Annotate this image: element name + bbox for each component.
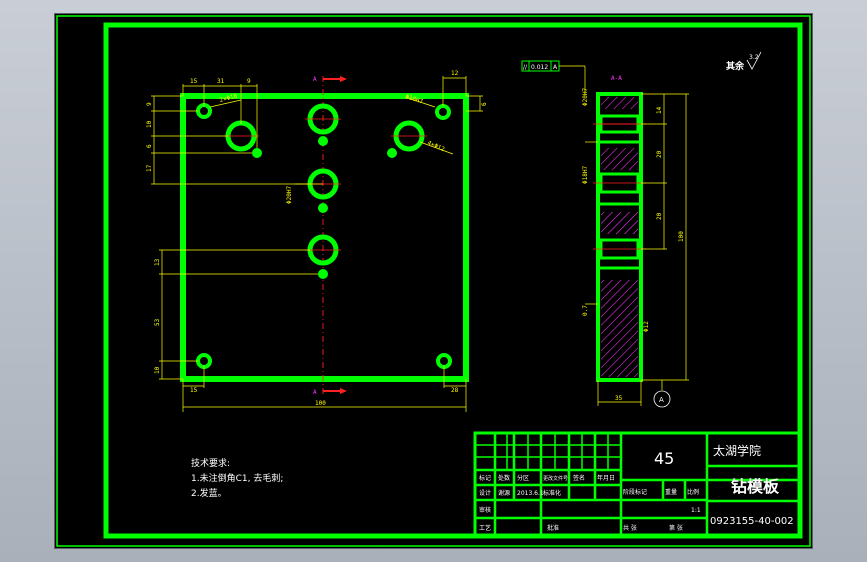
- pin-hole-bottom-left: [196, 353, 212, 369]
- hole-label-2: 4×Φ12: [426, 139, 446, 153]
- section-view: // 0.012 A A-A 14 20 20 100: [521, 60, 689, 408]
- tb-part-name: 钻模板: [731, 477, 780, 496]
- dim-left-3: 17: [146, 164, 153, 172]
- tech-title: 技术要求:: [191, 457, 230, 469]
- tb-header-5: 年月日: [597, 474, 615, 482]
- tb-review-label: 审核: [479, 506, 491, 514]
- side-dim-right-1: 20: [656, 150, 663, 158]
- dim-left-2: 6: [146, 144, 153, 148]
- tech-item-1: 2.发蓝。: [191, 487, 227, 499]
- dim-left-1: 10: [146, 120, 153, 128]
- hole-label-0: 2×Φ10: [219, 93, 239, 104]
- tb-weight: 重量: [665, 488, 677, 496]
- roughness-value: 3.2: [749, 54, 759, 61]
- dim-bottom-0: 15: [190, 387, 198, 394]
- title-block: 标记 处数 分区 更改文件号 签名 年月日 设计 谢源 2013.6.1 标准化…: [473, 431, 802, 538]
- dim-top-3: 12: [451, 70, 459, 77]
- side-dim-left-0: Φ20H7: [582, 88, 589, 106]
- dim-right-0: 6: [481, 102, 488, 106]
- drawing-canvas: A A 15 31 9 12 2×Φ10 Φ10H7 4×Φ12 Φ20H7: [56, 15, 811, 547]
- front-plate-outline: [180, 93, 469, 382]
- front-view: A A 15 31 9 12 2×Φ10 Φ10H7 4×Φ12 Φ20H7: [146, 70, 488, 412]
- tb-sheets: 共 张: [623, 524, 637, 532]
- dowel-2: [318, 203, 328, 213]
- dim-left-6: 10: [154, 366, 161, 374]
- tb-designer: 谢源: [498, 489, 510, 497]
- dim-top-0: 15: [190, 78, 198, 85]
- dim-left-5: 53: [154, 318, 161, 326]
- dim-bottom-1: 28: [451, 387, 459, 394]
- side-dim-right-3: 100: [678, 231, 685, 242]
- cad-viewport[interactable]: A A 15 31 9 12 2×Φ10 Φ10H7 4×Φ12 Φ20H7: [55, 14, 812, 548]
- hole-label-3: Φ20H7: [286, 186, 293, 204]
- side-dim-left-1: Φ18H7: [582, 166, 589, 184]
- sheet-border: [56, 15, 811, 547]
- tb-header-2: 分区: [517, 474, 529, 482]
- technical-requirements: 技术要求: 1.未注倒角C1, 去毛刺; 2.发蓝。: [191, 457, 283, 499]
- tb-sheet-no: 第 张: [669, 524, 683, 532]
- dowel-1: [318, 136, 328, 146]
- hatch-1: [601, 97, 638, 109]
- dim-left-4: 13: [154, 258, 161, 266]
- hatch-3: [601, 212, 638, 234]
- dim-top-2: 9: [247, 78, 251, 85]
- surface-finish-note: 其余: [726, 60, 745, 72]
- roughness-symbol: [746, 51, 762, 70]
- tb-scale: 1:1: [691, 507, 701, 514]
- dim-top-1: 31: [217, 78, 225, 85]
- tb-drawing-no: 0923155-40-002: [710, 516, 794, 527]
- tb-standard-label: 标准化: [543, 489, 561, 497]
- pin-hole-top-left: [196, 103, 212, 119]
- dowel-3: [318, 269, 328, 279]
- geo-tolerance-value: 0.012: [531, 64, 548, 71]
- section-mark-bottom: A: [313, 389, 317, 396]
- tb-process-label: 工艺: [479, 524, 491, 532]
- side-dim-right-0: 14: [656, 106, 663, 114]
- dim-left-0: 9: [146, 102, 153, 106]
- section-outline: [596, 92, 643, 382]
- geo-tolerance-datum: A: [553, 64, 558, 71]
- tb-header-0: 标记: [479, 474, 491, 482]
- hatch-4: [601, 280, 638, 377]
- side-dim-right-2: 20: [656, 212, 663, 220]
- tb-date: 2013.6.1: [517, 490, 544, 497]
- tb-stage-mark: 阶段标记: [623, 488, 647, 496]
- geo-tolerance-symbol: //: [523, 64, 528, 71]
- side-dim-bottom: 35: [615, 395, 623, 402]
- datum-label: A: [659, 396, 664, 404]
- tb-material: 45: [654, 449, 674, 468]
- dowel-left: [252, 148, 262, 158]
- side-dim-left-2: Φ12: [643, 321, 650, 332]
- tb-school: 太湖学院: [713, 443, 761, 458]
- section-mark-top: A: [313, 76, 317, 83]
- drawing-frame: [103, 22, 803, 539]
- tb-header-1: 处数: [498, 474, 510, 482]
- datum-circle: [653, 390, 671, 408]
- tb-header-4: 签名: [573, 474, 585, 482]
- side-dim-left-3: 0.7: [582, 305, 589, 316]
- tb-scale-label: 比例: [687, 488, 699, 496]
- dowel-right: [387, 148, 397, 158]
- tb-header-3: 更改文件号: [543, 475, 568, 482]
- tb-approve-label: 批准: [547, 524, 559, 532]
- tech-item-0: 1.未注倒角C1, 去毛刺;: [191, 472, 283, 484]
- section-title: A-A: [611, 75, 622, 82]
- tb-design-label: 设计: [479, 489, 491, 497]
- hatch-2: [601, 148, 638, 170]
- dim-bottom-2: 100: [315, 400, 326, 407]
- pin-hole-bottom-right: [436, 353, 452, 369]
- pin-hole-top-right: [435, 104, 451, 120]
